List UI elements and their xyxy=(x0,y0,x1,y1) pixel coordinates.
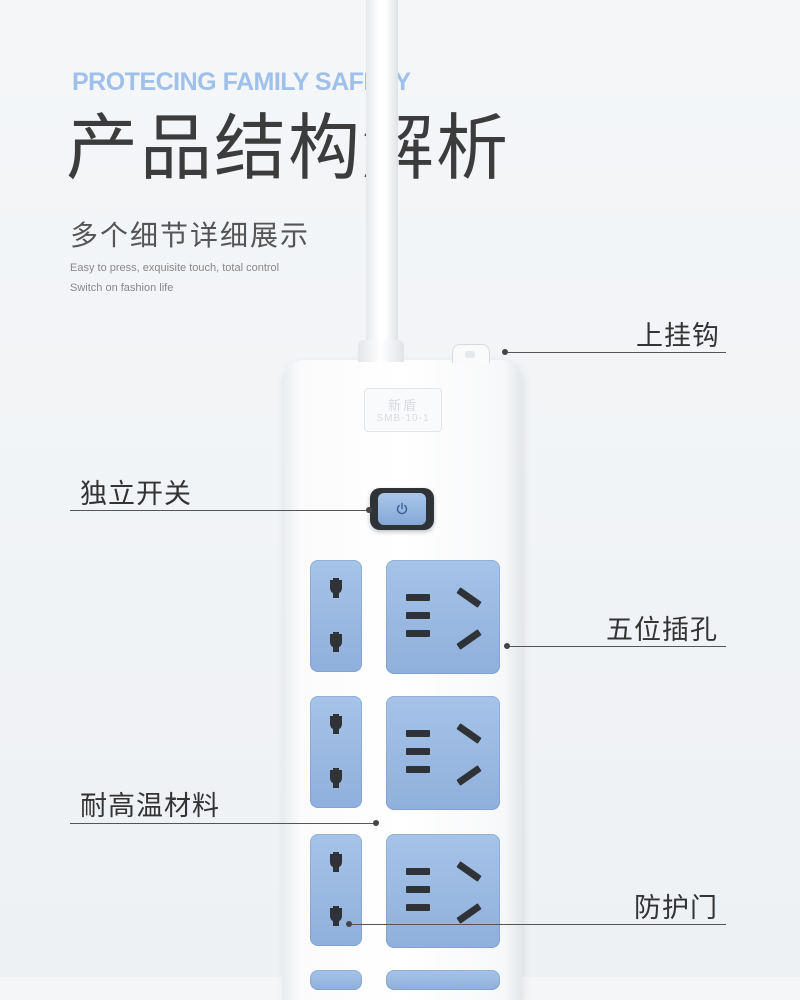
switch-button[interactable] xyxy=(378,493,426,525)
hanging-hook xyxy=(452,344,490,363)
callout-switch: 独立开关 xyxy=(80,479,192,510)
page-title: 产品结构解析 xyxy=(66,106,511,190)
two-pin-socket xyxy=(310,834,362,946)
two-pin-socket xyxy=(310,696,362,808)
leader-line-sockets xyxy=(508,646,726,647)
round-pin-hole xyxy=(330,768,342,788)
round-pin-hole xyxy=(330,578,342,598)
page-subtitle: 多个细节详细展示 xyxy=(70,219,311,252)
brand-model: SMB-10-1 xyxy=(376,413,430,424)
three-pin-socket xyxy=(386,970,500,990)
callout-shutter: 防护门 xyxy=(634,893,718,924)
leader-dot-switch xyxy=(366,507,372,513)
three-pin-socket xyxy=(386,696,500,810)
leader-line-switch xyxy=(70,510,370,511)
leader-line-hook xyxy=(506,352,726,353)
round-pin-hole xyxy=(330,852,342,872)
callout-hook: 上挂钩 xyxy=(636,321,720,352)
leader-dot-shutter xyxy=(346,921,352,927)
brand-name: 新盾 xyxy=(387,398,418,413)
power-switch[interactable] xyxy=(370,488,434,530)
brand-badge: 新盾 SMB-10-1 xyxy=(364,388,442,432)
leader-dot-sockets xyxy=(504,643,510,649)
tagline: PROTECING FAMILY SAFETY xyxy=(72,68,411,96)
english-caption-2: Switch on fashion life xyxy=(70,282,174,294)
cable-collar xyxy=(358,340,404,362)
two-pin-socket xyxy=(310,560,362,672)
leader-line-shutter xyxy=(350,924,726,925)
three-pin-socket xyxy=(386,560,500,674)
leader-line-material xyxy=(70,823,376,824)
three-pin-socket xyxy=(386,834,500,948)
callout-sockets: 五位插孔 xyxy=(606,615,718,646)
power-cable xyxy=(366,0,398,352)
round-pin-hole xyxy=(330,906,342,926)
power-icon xyxy=(396,502,408,515)
leader-dot-material xyxy=(373,820,379,826)
english-caption-1: Easy to press, exquisite touch, total co… xyxy=(70,262,280,274)
round-pin-hole xyxy=(330,632,342,652)
callout-material: 耐高温材料 xyxy=(80,791,220,822)
leader-dot-hook xyxy=(502,349,508,355)
two-pin-socket xyxy=(310,970,362,990)
round-pin-hole xyxy=(330,714,342,734)
